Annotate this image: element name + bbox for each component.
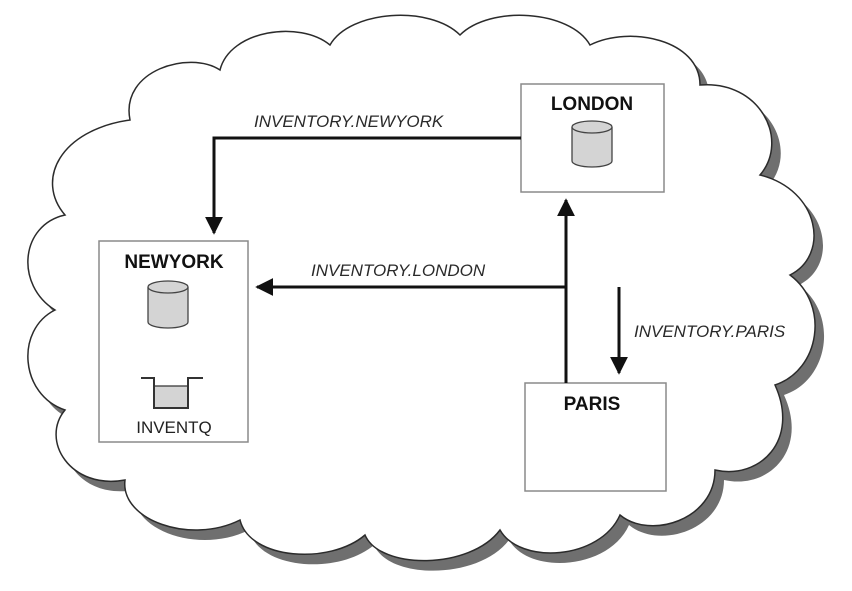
newyork-title: NEWYORK (124, 252, 224, 273)
london-node: LONDON (520, 83, 665, 193)
channel-inventory-paris: INVENTORY.PARIS (610, 287, 786, 375)
channel-label-inventory-newyork: INVENTORY.NEWYORK (254, 112, 444, 131)
london-title: LONDON (551, 94, 633, 115)
database-cylinder-icon (147, 280, 189, 329)
queue-tray-icon (141, 377, 203, 409)
queue-label: INVENTQ (136, 418, 212, 437)
channel-label-inventory-london: INVENTORY.LONDON (311, 261, 486, 280)
paris-node: PARIS (524, 382, 667, 492)
channel-inventory-london: INVENTORY.LONDON (255, 198, 575, 383)
paris-title: PARIS (564, 394, 621, 415)
channel-inventory-newyork: INVENTORY.NEWYORK (205, 112, 521, 235)
database-cylinder-icon (571, 120, 613, 168)
newyork-node: NEWYORK INVENTQ (98, 240, 249, 443)
channel-label-inventory-paris: INVENTORY.PARIS (634, 322, 786, 341)
